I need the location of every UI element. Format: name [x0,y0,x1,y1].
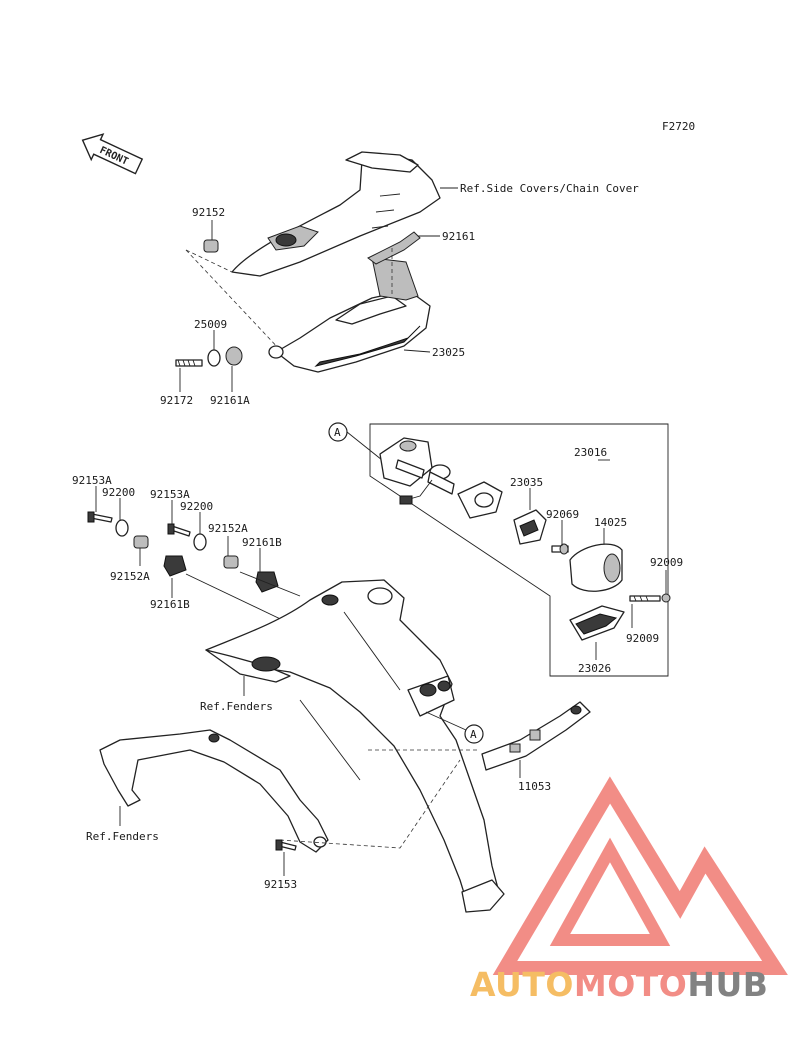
part-label-92161A: 92161A [210,394,250,407]
bolt-92153A-b [167,523,191,537]
collar-92161A [225,346,243,366]
washer-92200-b [193,533,207,551]
front-arrow-icon: FRONT [81,133,144,175]
part-label-92200-b: 92200 [180,500,213,513]
ref-label-side-covers: Ref.Side Covers/Chain Cover [460,182,639,195]
washer-92200-a [115,519,129,537]
svg-text:AUTOMOTOHUB: AUTOMOTOHUB [470,965,768,1004]
collar-92152A-a [133,535,149,549]
bulb-socket [399,464,455,505]
screw-92009 [629,593,671,603]
tail-cover-upper [231,151,441,277]
part-label-11053: 11053 [518,780,551,793]
washer-25009 [207,349,221,367]
part-label-92069: 92069 [546,508,579,521]
callout-a-lower-label: A [470,728,477,741]
bolt-92153 [275,839,297,851]
callout-a-lower: A [464,724,484,744]
part-label-92153A-b: 92153A [150,488,190,501]
rubber-strap [367,231,421,265]
part-label-92161B-a: 92161B [150,598,190,611]
part-label-92152A-a: 92152A [110,570,150,583]
part-label-92152A-b: 92152A [208,522,248,535]
fender-strut [99,729,329,853]
part-label-23016: 23016 [574,446,607,459]
ref-label-fenders-lower: Ref.Fenders [86,830,159,843]
license-bracket-11053 [481,701,591,771]
screw-92172 [175,359,203,367]
watermark-word-auto: AUTO [470,965,574,1004]
bracket-23035 [513,509,547,545]
figure-code: F2720 [662,120,695,133]
bulb-92069 [551,543,569,555]
reflector-23026 [569,605,625,641]
lens-14025 [569,543,623,592]
rear-fender-bracket [205,579,505,913]
callout-a-label: A [334,426,341,439]
part-label-92200-a: 92200 [102,486,135,499]
ref-label-fenders-upper: Ref.Fenders [200,700,273,713]
collar-92152A-b [223,555,239,569]
bolt-92153A-a [87,511,113,523]
part-label-23025: 23025 [432,346,465,359]
taillight-base [379,437,433,487]
part-label-92009-a: 92009 [650,556,683,569]
part-label-92009-b: 92009 [626,632,659,645]
part-label-23026: 23026 [578,662,611,675]
part-label-92161B-b: 92161B [242,536,282,549]
tail-cover-lower [275,257,431,373]
part-label-14025: 14025 [594,516,627,529]
watermark-word-moto: MOTO [574,965,687,1004]
watermark-word-hub: HUB [687,965,768,1004]
grommet-92161B-b [255,571,279,593]
part-label-92161: 92161 [442,230,475,243]
part-label-92153: 92153 [264,878,297,891]
watermark-logo: AUTOMOTOHUB [470,776,788,1004]
callout-a-upper: A [328,422,348,442]
part-label-92172: 92172 [160,394,193,407]
grommet-92161B-a [163,555,187,577]
grommet-92152 [203,239,219,253]
part-label-92152: 92152 [192,206,225,219]
taillight-group-outline [369,423,669,677]
part-label-25009: 25009 [194,318,227,331]
lens-holder [457,481,503,519]
part-label-23035: 23035 [510,476,543,489]
watermark-triangle-icon [492,776,788,975]
part-label-92153A-a: 92153A [72,474,112,487]
